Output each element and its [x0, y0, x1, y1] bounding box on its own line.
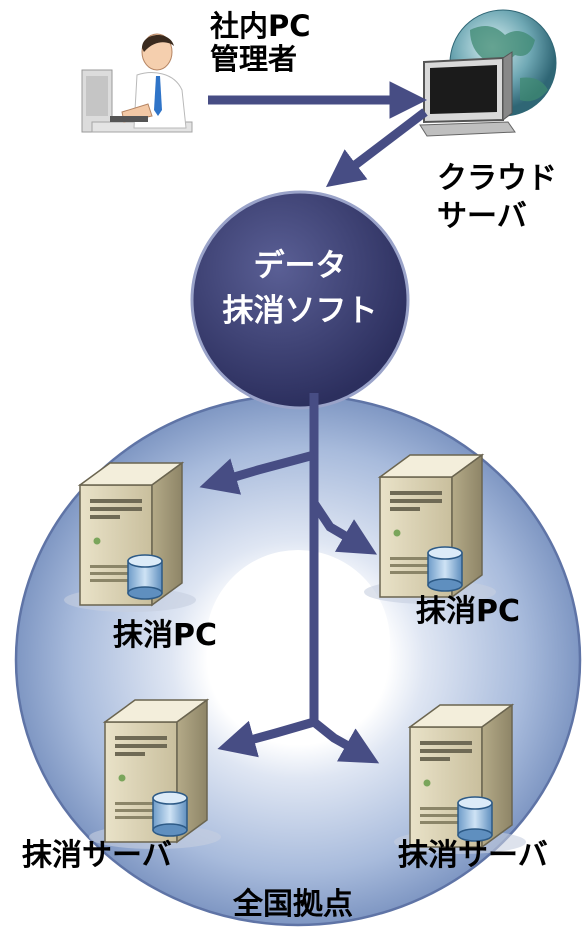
admin-label-line2: 管理者 — [210, 42, 298, 77]
admin-user-icon — [81, 33, 193, 133]
admin-label-line1: 社内PC — [210, 9, 311, 43]
server-left-label: 抹消サーバ — [22, 838, 172, 873]
arrow-to-server-right — [311, 718, 380, 764]
server-right-label: 抹消サーバ — [398, 838, 548, 873]
erase-software-circle — [190, 190, 410, 410]
software-label-line2: 抹消ソフト — [222, 292, 378, 329]
software-label: データ 抹消ソフト — [215, 244, 385, 334]
cloud-label-line2: サーバ — [437, 199, 527, 235]
arrow-cloud-to-software — [325, 108, 428, 188]
arrow-to-pc-left — [199, 450, 316, 495]
cloud-server-icon — [419, 9, 557, 137]
region-label: 全国拠点 — [233, 887, 353, 922]
arrow-to-pc-right — [310, 500, 378, 555]
software-label-line1: データ — [253, 248, 347, 284]
flow-arrows — [199, 81, 428, 764]
cloud-label: クラウド サーバ — [437, 160, 557, 237]
admin-label: 社内PC 管理者 — [210, 9, 311, 77]
pc-left-label: 抹消PC — [113, 618, 218, 653]
cloud-label-line1: クラウド — [437, 161, 557, 196]
pc-right-label: 抹消PC — [416, 594, 521, 629]
arrow-to-server-left — [217, 717, 316, 758]
